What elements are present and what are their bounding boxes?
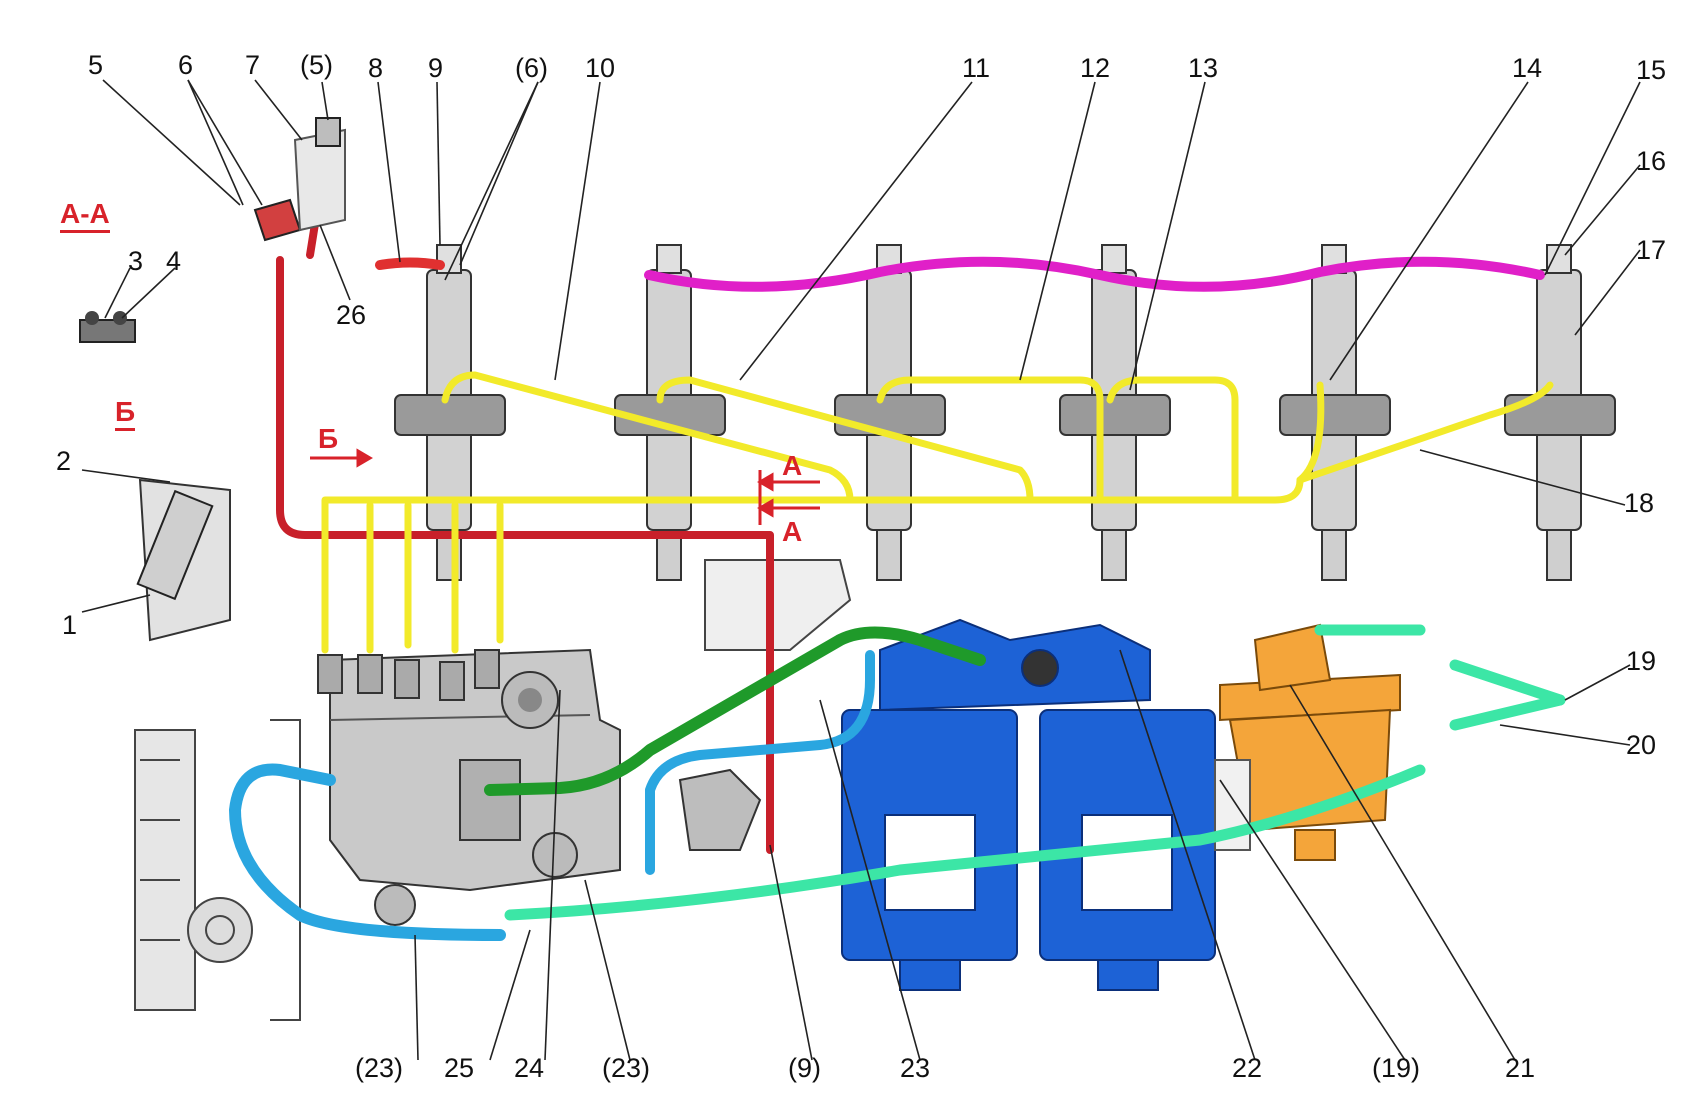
label-15: 15 bbox=[1636, 55, 1667, 85]
feed-line-blue bbox=[229, 763, 506, 941]
label-17: 17 bbox=[1636, 235, 1667, 265]
label-23-parenthesized-right: (23) bbox=[602, 1053, 651, 1083]
low-pressure-line-green bbox=[484, 626, 986, 796]
section-mark-b-arrow: Б bbox=[318, 423, 339, 454]
engine-block-outline bbox=[134, 559, 852, 1021]
injector-6 bbox=[1504, 244, 1616, 581]
label-24: 24 bbox=[514, 1053, 545, 1083]
label-6: 6 bbox=[178, 50, 194, 80]
label-18: 18 bbox=[1624, 488, 1655, 518]
high-pressure-lines-yellow bbox=[321, 371, 1554, 654]
label-23-parenthesized-left: (23) bbox=[355, 1053, 404, 1083]
label-9-parenthesized: (9) bbox=[788, 1053, 821, 1083]
label-12: 12 bbox=[1080, 53, 1111, 83]
feed-line-blue-2 bbox=[645, 650, 875, 875]
injector-4 bbox=[1059, 244, 1171, 581]
detail-insets bbox=[79, 117, 346, 642]
label-2: 2 bbox=[56, 446, 72, 476]
injector-5 bbox=[1279, 244, 1391, 581]
label-26: 26 bbox=[336, 300, 367, 330]
label-16: 16 bbox=[1636, 146, 1667, 176]
label-25: 25 bbox=[444, 1053, 475, 1083]
section-arrows bbox=[310, 448, 820, 525]
label-23: 23 bbox=[900, 1053, 931, 1083]
injector-2 bbox=[614, 244, 726, 581]
return-line-red bbox=[276, 256, 774, 854]
leak-off-line-magenta bbox=[644, 256, 1545, 292]
fine-fuel-filters bbox=[841, 618, 1216, 991]
label-5-parenthesized: (5) bbox=[300, 50, 333, 80]
tank-line-mint bbox=[504, 764, 1426, 921]
label-5: 5 bbox=[88, 50, 104, 80]
section-mark-a-upper: А bbox=[782, 450, 803, 481]
fuel-lines bbox=[229, 126, 1566, 941]
injectors bbox=[394, 244, 1616, 581]
leader-lines bbox=[81, 79, 1641, 1061]
label-20: 20 bbox=[1626, 730, 1657, 760]
section-mark-b: Б bbox=[115, 398, 136, 431]
label-1: 1 bbox=[62, 610, 78, 640]
label-8: 8 bbox=[368, 53, 384, 83]
label-19-parenthesized: (19) bbox=[1372, 1053, 1421, 1083]
label-11: 11 bbox=[962, 53, 991, 83]
label-21: 21 bbox=[1505, 1053, 1536, 1083]
label-7: 7 bbox=[245, 50, 261, 80]
injection-pump bbox=[317, 648, 762, 926]
label-19: 19 bbox=[1626, 646, 1657, 676]
label-10: 10 bbox=[585, 53, 616, 83]
label-13: 13 bbox=[1188, 53, 1219, 83]
label-22: 22 bbox=[1232, 1053, 1263, 1083]
section-mark-a-lower: А bbox=[782, 516, 803, 547]
label-6-parenthesized: (6) bbox=[515, 53, 548, 83]
label-3: 3 bbox=[128, 246, 144, 276]
label-14: 14 bbox=[1512, 53, 1543, 83]
label-4: 4 bbox=[166, 246, 182, 276]
injector-3 bbox=[834, 244, 946, 581]
label-9: 9 bbox=[428, 53, 444, 83]
section-mark-aa: А-А bbox=[60, 200, 110, 233]
